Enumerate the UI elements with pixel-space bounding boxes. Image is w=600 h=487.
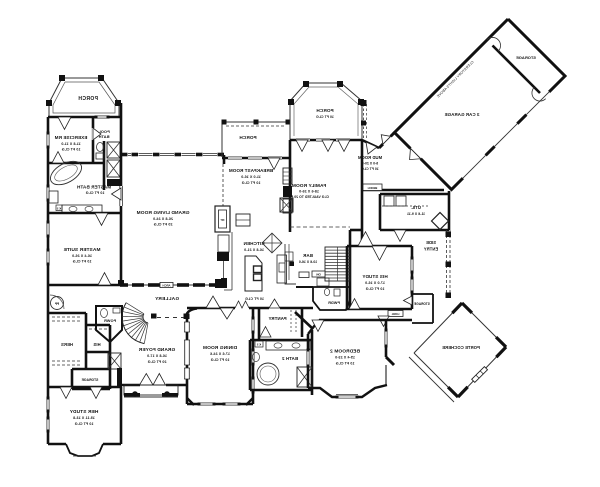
svg-text:HIS: HIS <box>93 342 100 347</box>
svg-text:11-6 X 9-11: 11-6 X 9-11 <box>407 212 425 216</box>
svg-text:MASTER BATH: MASTER BATH <box>76 185 111 190</box>
svg-text:PP: PP <box>54 302 59 306</box>
svg-text:10 FT CLG: 10 FT CLG <box>335 362 354 366</box>
svg-text:PORCH: PORCH <box>239 135 257 140</box>
svg-text:15-4 X 23-0: 15-4 X 23-0 <box>335 356 355 360</box>
svg-text:10 FT CLG: 10 FT CLG <box>365 287 384 291</box>
svg-text:UTIL: UTIL <box>411 205 421 210</box>
svg-text:GRAND FOYER: GRAND FOYER <box>138 347 175 353</box>
svg-text:15-11 X 13-8: 15-11 X 13-8 <box>73 416 95 420</box>
svg-text:STORAGE: STORAGE <box>516 55 536 60</box>
svg-text:3 CAR GARAGE: 3 CAR GARAGE <box>445 112 480 117</box>
svg-text:20 FT CLG: 20 FT CLG <box>153 223 172 227</box>
svg-text:PWDR: PWDR <box>328 301 340 305</box>
svg-text:HER STUDY: HER STUDY <box>69 409 98 415</box>
svg-text:17-0 X 16-0: 17-0 X 16-0 <box>365 281 385 285</box>
svg-text:26-8 X 24-0: 26-8 X 24-0 <box>153 217 173 221</box>
svg-text:11-0 X 16-0: 11-0 X 16-0 <box>241 175 261 179</box>
svg-text:10 FT CLG: 10 FT CLG <box>74 422 93 426</box>
svg-text:HIS STUDY: HIS STUDY <box>362 274 387 279</box>
svg-text:HERS: HERS <box>61 342 73 347</box>
svg-text:KITCHEN: KITCHEN <box>243 241 265 246</box>
svg-text:10 FT CLG: 10 FT CLG <box>241 181 260 185</box>
svg-text:STORAGE: STORAGE <box>81 378 98 382</box>
svg-text:LONG: LONG <box>392 312 400 316</box>
svg-text:BREAKFAST ROOM: BREAKFAST ROOM <box>229 168 273 173</box>
svg-text:POWR: POWR <box>104 319 116 323</box>
svg-text:SIDE: SIDE <box>426 240 436 245</box>
svg-text:PORTE COCHERE: PORTE COCHERE <box>442 345 480 350</box>
svg-text:20 FT CLG: 20 FT CLG <box>147 360 166 364</box>
svg-text:PORCH: PORCH <box>316 108 334 113</box>
svg-text:16-4 X 26-0: 16-4 X 26-0 <box>72 254 92 258</box>
svg-text:K 5: K 5 <box>256 343 261 347</box>
svg-text:10 FT CLG: 10 FT CLG <box>210 358 229 362</box>
svg-text:PANTRY: PANTRY <box>268 316 286 321</box>
svg-text:ARCH: ARCH <box>162 284 170 288</box>
svg-text:10 FT CLG: 10 FT CLG <box>245 297 264 301</box>
svg-text:11-8 X 11-0: 11-8 X 11-0 <box>61 142 80 146</box>
svg-text:18-6 X 26-0: 18-6 X 26-0 <box>299 190 319 194</box>
svg-text:ENTRY: ENTRY <box>424 247 439 252</box>
svg-text:10 FT CLG: 10 FT CLG <box>361 167 379 171</box>
svg-text:10 FT CLG: 10 FT CLG <box>85 191 104 195</box>
svg-text:CLG VAULTED TO 20 FT: CLG VAULTED TO 20 FT <box>288 195 329 199</box>
svg-text:BENCH: BENCH <box>368 186 378 190</box>
svg-text:EXERCISE RM: EXERCISE RM <box>55 135 88 140</box>
svg-text:BEDROOM 2: BEDROOM 2 <box>330 349 360 355</box>
svg-text:10 FT CLG: 10 FT CLG <box>72 260 91 264</box>
svg-text:17-6 X 24-6: 17-6 X 24-6 <box>210 352 230 356</box>
svg-text:K 5: K 5 <box>56 207 61 211</box>
svg-text:POOL: POOL <box>98 129 110 134</box>
svg-text:10 FT CLG: 10 FT CLG <box>316 115 334 119</box>
svg-text:16-8 X 17-0: 16-8 X 17-0 <box>147 354 167 358</box>
svg-text:GRAND LIVING ROOM: GRAND LIVING ROOM <box>137 210 190 216</box>
svg-text:PORCH: PORCH <box>78 96 98 102</box>
svg-text:FAMILY ROOM: FAMILY ROOM <box>292 183 326 189</box>
svg-text:BATH: BATH <box>98 134 109 139</box>
svg-text:BAR: BAR <box>302 253 313 258</box>
svg-text:16-8 X 21-0: 16-8 X 21-0 <box>244 248 264 252</box>
svg-text:DINING ROOM: DINING ROOM <box>203 345 237 351</box>
svg-text:GALLERY: GALLERY <box>154 296 179 302</box>
svg-text:STORAGE: STORAGE <box>414 302 430 306</box>
svg-text:MUD ROOM: MUD ROOM <box>357 155 382 160</box>
svg-text:10-6 X 16-0: 10-6 X 16-0 <box>299 260 317 264</box>
svg-text:FP: FP <box>221 218 225 222</box>
svg-text:MASTER SUITE: MASTER SUITE <box>63 247 101 253</box>
svg-text:6-0 X 20-0: 6-0 X 20-0 <box>362 162 378 166</box>
svg-text:BATH 2: BATH 2 <box>281 356 298 361</box>
svg-text:10 FT CLG: 10 FT CLG <box>61 148 80 152</box>
svg-text:DN: DN <box>316 273 320 277</box>
